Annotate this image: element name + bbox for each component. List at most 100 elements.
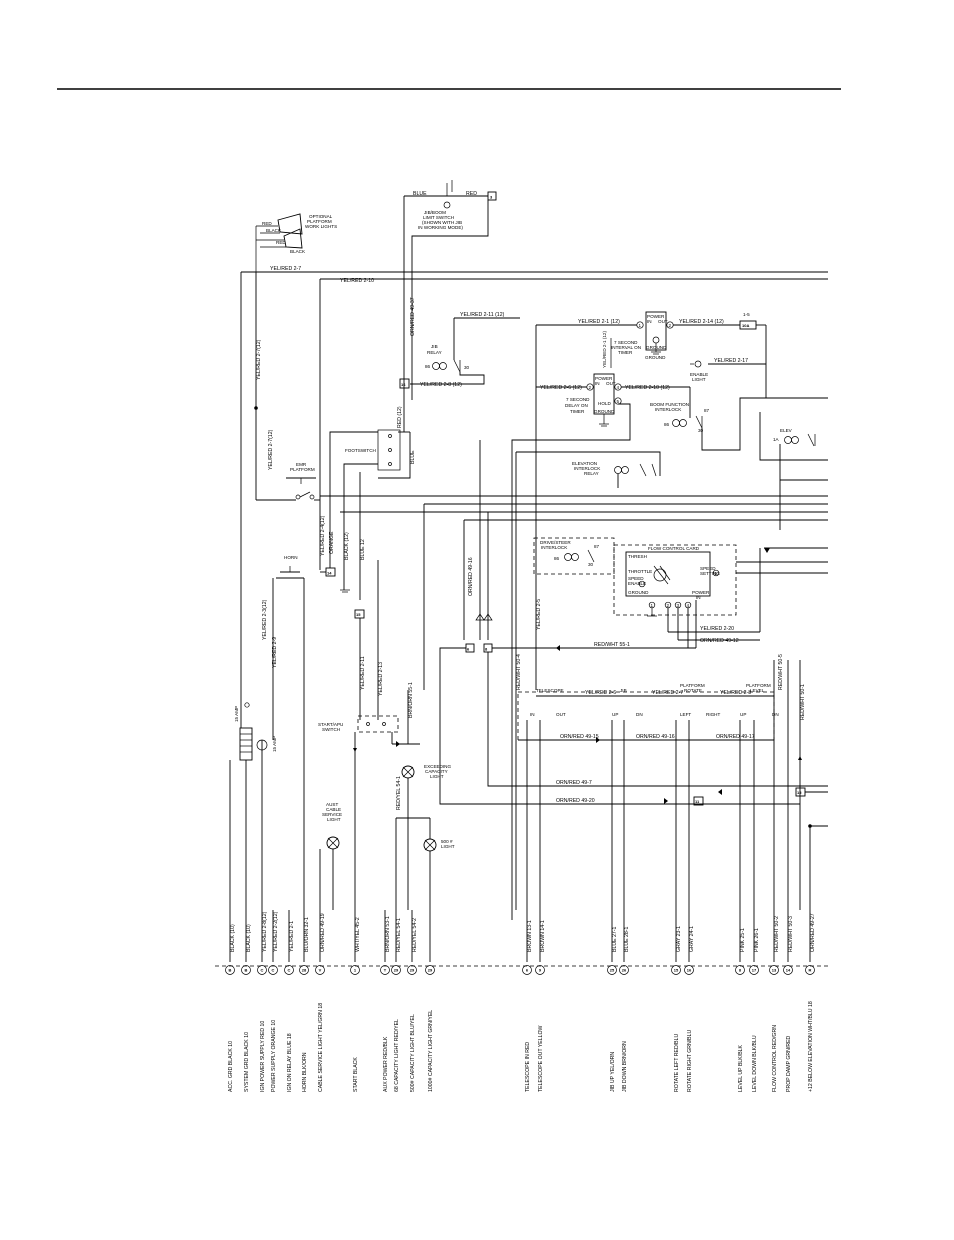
bottom-pin-description: START BLACK xyxy=(353,1057,359,1092)
svg-text:1A: 1A xyxy=(773,437,780,442)
drive-steer-2: INTERLOCK xyxy=(541,545,568,550)
jib-limit-line1: JIB/BOOM xyxy=(424,210,446,215)
optional-work-lights: RED BLACK RED BLACK OPTIONAL PLATFORM WO… xyxy=(255,213,337,272)
svg-text:87: 87 xyxy=(594,544,600,549)
bottom-pin-description: FLOW CONTROL RED/GRN xyxy=(772,1025,778,1092)
jib-relay: JIB RELAY YEL/RED 2-11 (12) 86 30 16 YEL… xyxy=(399,297,520,389)
flow-card-title: FLOW CONTROL CARD xyxy=(648,546,700,551)
bottom-connector-pin xyxy=(407,965,417,975)
bottom-pin-description: 500# CAPACITY LIGHT BLU/YEL xyxy=(410,1014,416,1092)
wire-yr26: YEL/RED 2-6 (12) xyxy=(540,385,582,391)
wl-black-1: BLACK xyxy=(266,228,282,233)
emr-l2: PLATFORM xyxy=(290,467,315,472)
light500-2: LIGHT xyxy=(441,844,455,849)
bottom-pin-description: TELESCOPE OUT YELLOW xyxy=(538,1025,544,1092)
bottom-connector-pin xyxy=(607,965,617,975)
bottom-wire-label: RED/WHT 50-3 xyxy=(788,916,794,952)
bottom-wire-label: BROWN 13-1 xyxy=(527,920,533,952)
bottom-wire-label: PINK 25-1 xyxy=(740,928,746,952)
wire-blue: BLUE xyxy=(410,450,416,464)
wire-yr214: YEL/RED 2-14 (12) xyxy=(679,319,724,325)
elevation-interlock-relay: ELEVATION INTERLOCK RELAY xyxy=(515,451,661,910)
fc-power: POWER xyxy=(692,590,710,595)
start-apu-switch: START/APU SWITCH 15 YEL/RED 2-11 YEL/RED… xyxy=(318,560,420,910)
fc-pin5: 5 xyxy=(715,571,718,576)
fc-pin2: 2 xyxy=(667,603,670,608)
svg-text:30: 30 xyxy=(464,365,470,370)
timer2-hold: HOLD xyxy=(598,401,611,406)
wire-yr28b: YEL/RED 2-8 xyxy=(720,690,751,696)
bottom-pin-label: 17 xyxy=(752,968,757,973)
timer-7s-int-3: TIMER xyxy=(618,350,633,355)
bottom-wire-label: BLUE 28-1 xyxy=(624,927,630,952)
bottom-wire-label: RED/WHT 50-2 xyxy=(774,916,780,952)
emr-platform: EMR PLATFORM YEL/RED 2-4(12) ORANGE 14 xyxy=(256,431,378,577)
wire-redwht551: RED/WHT 55-1 xyxy=(594,642,630,648)
wire-brnorn551: BRN/ORN 55-1 xyxy=(408,682,414,718)
bottom-connector-pin xyxy=(671,965,681,975)
bottom-pin-label: 29 xyxy=(410,968,415,973)
bottom-pin-label: 16 xyxy=(687,968,692,973)
elev-label: ELEV xyxy=(780,428,793,433)
bottom-pin-description: ACC. GRD BLACK 10 xyxy=(228,1041,234,1092)
bottom-pin-description: CABLE SERVICE LIGHT YEL/GRN 18 xyxy=(318,1003,324,1092)
fuse-10a: 10A xyxy=(742,323,749,328)
sw-in: IN xyxy=(530,712,535,717)
timer-7s-delay-3: TIMER xyxy=(570,409,585,414)
bottom-pin-description: IGN ON RELAY BLUE 18 xyxy=(287,1033,293,1092)
bottom-pin-label: 25 xyxy=(610,968,615,973)
bottom-pin-label: 14 xyxy=(786,968,791,973)
bottom-pin-label: C xyxy=(261,968,264,973)
svg-text:14: 14 xyxy=(327,571,332,576)
bottom-connector-pin xyxy=(805,965,815,975)
svg-text:86: 86 xyxy=(425,364,431,369)
bottom-wire-label: ORN/RED 49-27 xyxy=(810,913,816,952)
bottom-pin-description: AUX POWER RED/BLK xyxy=(383,1036,389,1092)
flow-control-card: FLOW CONTROL CARD THRESH THROTTLE SPEED … xyxy=(613,544,828,648)
wire-yr210b: YEL/RED 2-10 (12) xyxy=(625,385,670,391)
bottom-pin-label: 29 xyxy=(428,968,433,973)
svg-text:11: 11 xyxy=(695,799,700,804)
bottom-pin-label: 28 xyxy=(302,968,307,973)
wire-redwht501: RED/WHT 50-1 xyxy=(800,684,806,720)
fc-pin1: 1 xyxy=(651,603,654,608)
bottom-pin-description: LEVEL UP BLK/BLK xyxy=(738,1044,744,1092)
svg-text:86: 86 xyxy=(664,422,670,427)
enable-light-1: ENABLE xyxy=(690,372,708,377)
bottom-wire-label: BLACK (10) xyxy=(230,924,236,952)
bottom-pin-label: R xyxy=(809,968,812,973)
bottom-wire-label: RED/YEL 54-1 xyxy=(396,918,402,952)
bottom-pin-label: 13 xyxy=(772,968,777,973)
sw-up2: UP xyxy=(740,712,746,717)
switch-groups: TELESCOPE JIB PLATFORM ROTATE PLATFORM L… xyxy=(516,654,806,910)
amp15-b: 15 AMP xyxy=(272,736,277,752)
exceed-1: EXCEEDING xyxy=(424,764,451,769)
timer1-power: POWER xyxy=(647,314,665,319)
svg-text:5: 5 xyxy=(617,399,620,404)
svg-text:6: 6 xyxy=(467,647,470,652)
bottom-connector-pin xyxy=(225,965,235,975)
bottom-connector-pin xyxy=(783,965,793,975)
bottom-connector-pin xyxy=(315,965,325,975)
timer1-in: IN xyxy=(647,319,652,324)
wire-black12: BLACK (12) xyxy=(344,532,350,560)
bottom-connector-pin xyxy=(299,965,309,975)
bottom-pin-description: TELESCOPE IN RED xyxy=(525,1042,531,1092)
wire-yr21: YEL/RED 2-1 (12) xyxy=(578,319,620,325)
wire-yr28: YEL/RED 2-8 (12) xyxy=(420,382,462,388)
bottom-pin-description: JIB UP YEL/ORN xyxy=(610,1052,616,1092)
cable-4: LIGHT xyxy=(327,817,341,822)
timer2-out: OUT xyxy=(606,381,616,386)
svg-text:3: 3 xyxy=(490,195,493,200)
svg-text:8: 8 xyxy=(485,647,488,652)
wire-yr220: YEL/RED 2-20 xyxy=(700,626,734,632)
work-lights-l3: WORK LIGHTS xyxy=(305,224,337,229)
elev-relay: ELEV 1A xyxy=(759,412,828,530)
enable-light: ENABLE LIGHT YEL/RED 2-17 xyxy=(690,358,766,382)
wire-yr29: YEL/RED 2-9 xyxy=(272,637,278,668)
circuit-breakers: 15 AMP 15 AMP xyxy=(229,700,277,910)
fc-enable: ENABLE xyxy=(628,581,646,586)
wire-yr211b: YEL/RED 2-11 xyxy=(360,656,366,690)
